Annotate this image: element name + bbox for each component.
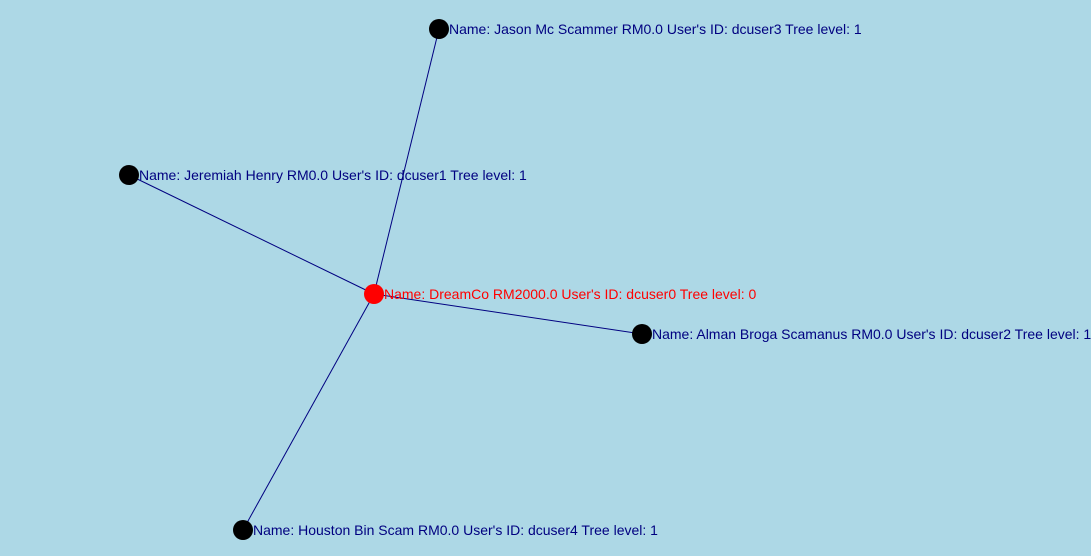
edge-dcuser0-dcuser2 <box>373 293 643 335</box>
edge-dcuser0-dcuser4 <box>242 293 375 531</box>
node-label-dcuser4: Name: Houston Bin Scam RM0.0 User's ID: … <box>253 522 658 538</box>
edge-dcuser0-dcuser1 <box>128 174 375 295</box>
node-label-dcuser3: Name: Jason Mc Scammer RM0.0 User's ID: … <box>449 21 862 37</box>
node-dcuser1[interactable] <box>119 165 139 185</box>
edge-dcuser0-dcuser3 <box>373 28 440 295</box>
node-dcuser2[interactable] <box>632 324 652 344</box>
node-label-dcuser0: Name: DreamCo RM2000.0 User's ID: dcuser… <box>384 286 757 302</box>
node-label-dcuser1: Name: Jeremiah Henry RM0.0 User's ID: dc… <box>139 167 527 183</box>
node-dcuser4[interactable] <box>233 520 253 540</box>
node-dcuser0[interactable] <box>364 284 384 304</box>
graph-edges <box>128 28 643 531</box>
node-dcuser3[interactable] <box>429 19 449 39</box>
node-label-dcuser2: Name: Alman Broga Scamanus RM0.0 User's … <box>652 326 1091 342</box>
